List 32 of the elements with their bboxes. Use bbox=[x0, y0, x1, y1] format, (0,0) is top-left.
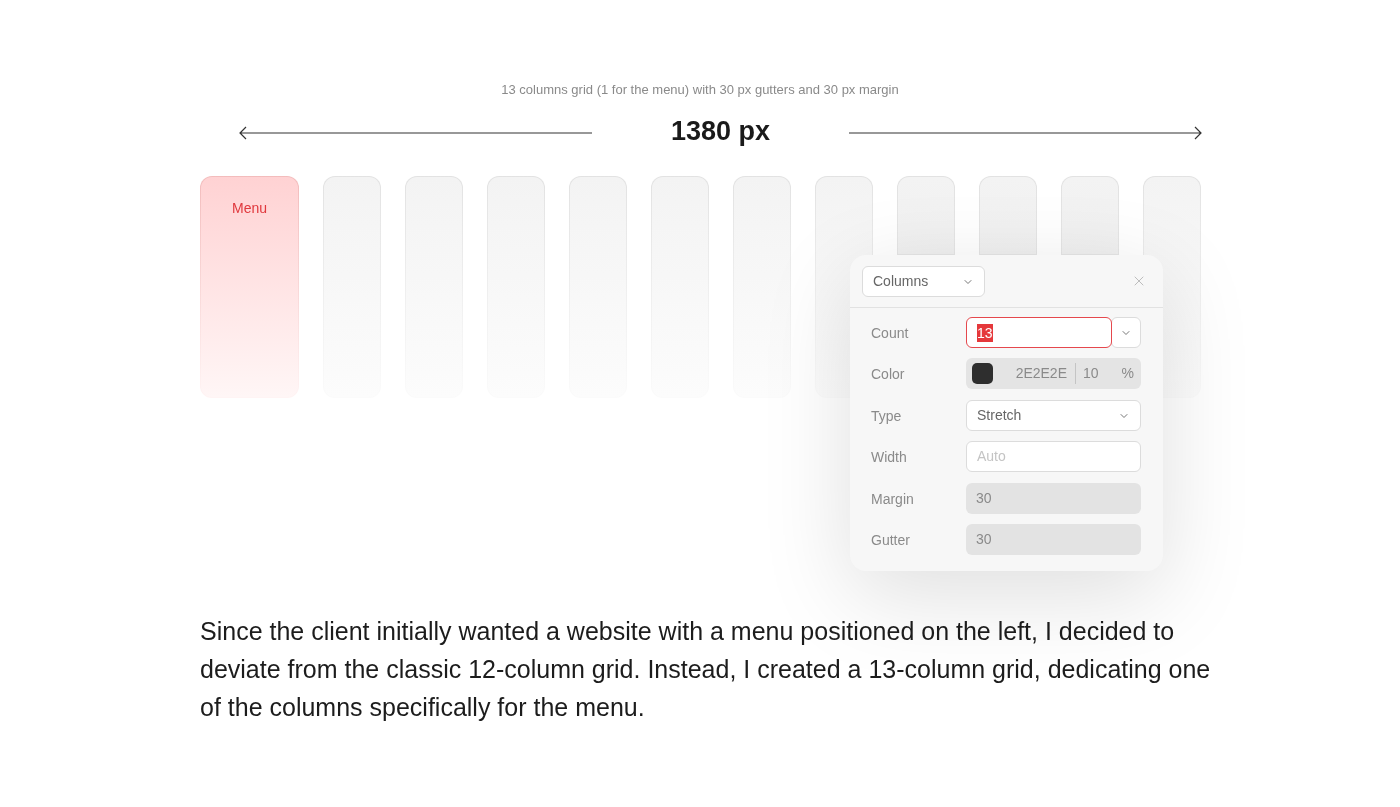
field-label: Width bbox=[871, 447, 907, 466]
opacity-value: 10 bbox=[1083, 364, 1099, 382]
select-dropdown: Columns bbox=[862, 266, 985, 297]
caption: Since the client initially wanted a website with a menu positioned on the left, I decided to deviate from the classic 12-column grid. Instead, I created a 13-column grid, dedicating one of the columns specifically for the menu. bbox=[200, 616, 1212, 723]
field-label: Count bbox=[871, 323, 909, 342]
grid-column bbox=[323, 176, 381, 398]
input-field: 30 bbox=[966, 524, 1141, 555]
grid-column bbox=[979, 176, 1037, 255]
unit-text: % bbox=[1121, 364, 1134, 382]
field-label: Type bbox=[871, 406, 902, 425]
input-field: 30 bbox=[966, 483, 1141, 514]
field-label: Gutter bbox=[871, 530, 910, 549]
selected-text: 13 bbox=[977, 323, 993, 342]
dimension-label: 1380 px bbox=[670, 115, 771, 148]
settings-panel bbox=[850, 255, 1163, 571]
grid-column bbox=[733, 176, 791, 398]
heading: 13 columns grid (1 for the menu) with 30 px gutters and 30 px margin bbox=[501, 81, 899, 99]
color-field bbox=[966, 358, 1141, 389]
grid-column bbox=[405, 176, 463, 398]
field-label: Color bbox=[871, 364, 905, 383]
column-label: Menu bbox=[232, 199, 267, 217]
number-input bbox=[966, 317, 1112, 348]
grid-column bbox=[897, 176, 955, 255]
menu-column bbox=[200, 176, 299, 398]
field-label: Margin bbox=[871, 489, 914, 508]
grid-column bbox=[569, 176, 627, 398]
select-dropdown: Stretch bbox=[966, 400, 1141, 431]
grid-column bbox=[487, 176, 545, 398]
grid-column bbox=[1061, 176, 1119, 255]
hex-value: 2E2E2E bbox=[1015, 364, 1067, 382]
grid-column bbox=[651, 176, 709, 398]
input-field: Auto bbox=[966, 441, 1141, 472]
